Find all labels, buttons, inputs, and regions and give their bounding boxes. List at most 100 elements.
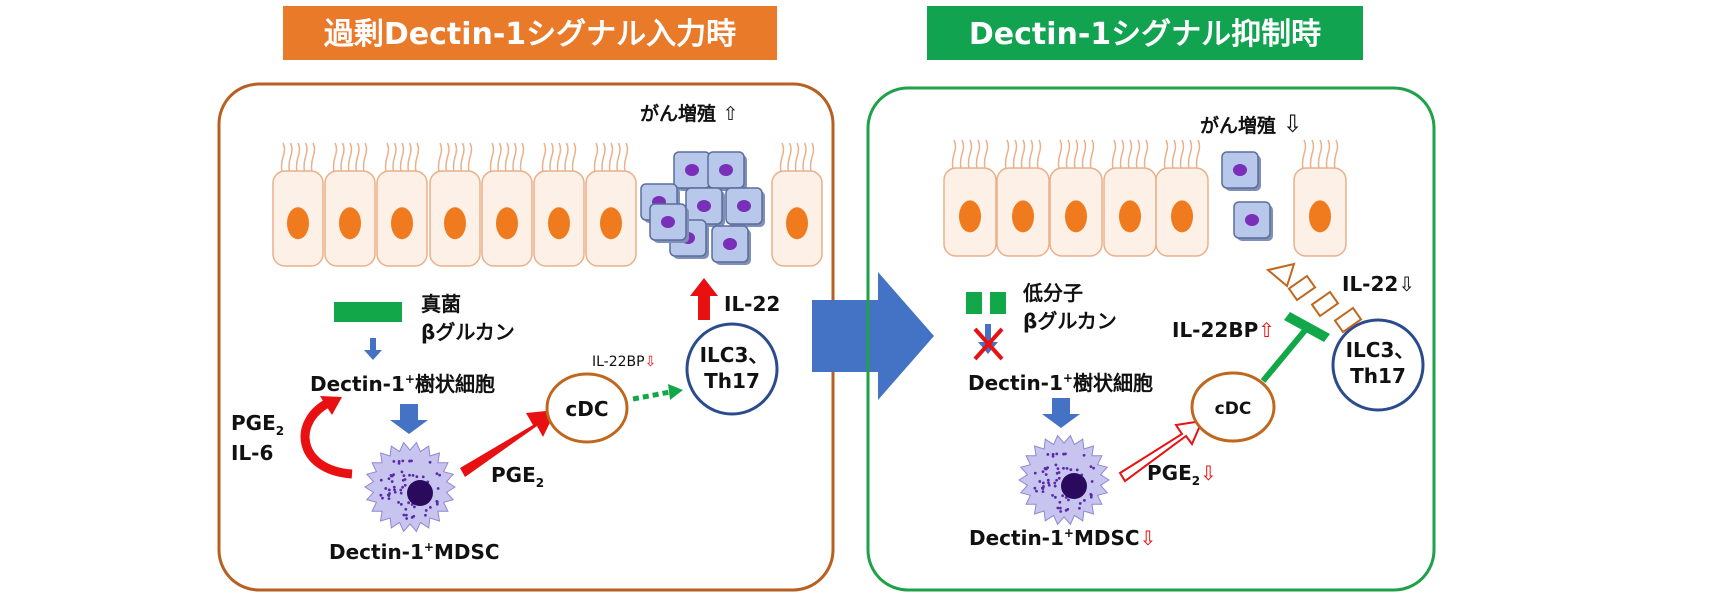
nucleus <box>786 207 808 240</box>
right-epithelium <box>943 139 1347 257</box>
right-cdc-label: cDC <box>1215 399 1252 419</box>
nucleus <box>1012 200 1034 233</box>
left-dc-label-suffix: 樹状細胞 <box>415 372 495 396</box>
nucleus <box>1065 200 1087 233</box>
right-il22-down-arrow: ⇩ <box>1398 272 1415 296</box>
left-cancer-label: がん増殖 <box>640 102 716 125</box>
right-mdsc-label-prefix: Dectin-1 <box>969 526 1064 550</box>
left-title: 過剰Dectin-1シグナル入力時 <box>324 17 736 52</box>
left-il22-label: IL-22 <box>724 292 780 316</box>
left-dc-to-mdsc-arrow-icon <box>390 404 428 434</box>
nucleus <box>391 207 413 240</box>
epithelial-cell <box>429 142 481 267</box>
right-pge2-down-arrow: ⇩ <box>1200 461 1217 485</box>
right-dc-to-mdsc-arrow-icon <box>1042 398 1080 428</box>
nucleus <box>548 207 570 240</box>
epithelial-cell <box>943 139 997 257</box>
left-fungus-line1: 真菌 <box>421 292 461 316</box>
fungus-bar-icon <box>334 302 402 322</box>
epithelial-cell <box>1293 139 1347 257</box>
right-fungus-line2: βグルカン <box>1023 309 1117 333</box>
right-cancer-label: がん増殖 <box>1200 114 1276 137</box>
right-ilc3-label: ILC3、 <box>1346 338 1415 362</box>
right-dc-label-suffix: 樹状細胞 <box>1073 371 1153 395</box>
epithelial-cell <box>272 142 324 267</box>
epithelial-cell <box>1049 139 1103 257</box>
cancer-cell <box>673 151 713 191</box>
left-ilc3-th17-cell <box>685 322 779 416</box>
right-fungus-line1: 低分子 <box>1022 281 1083 305</box>
svg-text:Dectin-1+樹状細胞: Dectin-1+樹状細胞 <box>310 372 495 396</box>
svg-text:がん増殖 ⇧: がん増殖 ⇧ <box>640 102 739 125</box>
left-dc-label-sup: + <box>405 372 415 386</box>
right-ilc3-th17-cell <box>1331 318 1425 412</box>
left-mdsc-cell <box>364 441 456 533</box>
right-panel-border <box>866 86 1436 592</box>
svg-text:IL-22BP⇩: IL-22BP⇩ <box>592 354 656 370</box>
left-il22bp-down-arrow: ⇩ <box>645 354 657 370</box>
left-th17-label: Th17 <box>704 369 760 393</box>
left-epithelium <box>272 142 823 267</box>
cancer-cell <box>685 187 725 227</box>
right-mdsc-down-arrow: ⇩ <box>1140 526 1157 550</box>
right-cancer-cells <box>1221 151 1273 241</box>
nucleus <box>1309 200 1331 233</box>
right-cdc-cell <box>1190 371 1276 443</box>
right-dc-label-sup: + <box>1063 371 1073 385</box>
right-il22-dashed-hollow-arrow-icon <box>1265 262 1363 334</box>
nucleus <box>959 200 981 233</box>
epithelial-cell <box>585 142 637 267</box>
right-il22bp-label: IL-22BP <box>1172 318 1258 342</box>
left-dotted-arrowhead-icon <box>668 384 683 400</box>
left-autocrine-arrowhead-icon <box>320 396 342 415</box>
epithelial-cell <box>533 142 585 267</box>
right-mdsc-cell <box>1018 434 1110 526</box>
epithelial-cell <box>376 142 428 267</box>
right-il22-label: IL-22 <box>1342 272 1398 296</box>
right-panel: Dectin-1シグナル抑制時 がん増殖 ⇩ 低分子 βグルカン Dectin-… <box>866 6 1436 592</box>
svg-text:PGE2: PGE2 <box>491 463 544 490</box>
left-panel: 過剰Dectin-1シグナル入力時 がん増殖 ⇧ 真菌 βグルカン Dectin… <box>217 6 835 592</box>
left-mdsc-label-suffix: MDSC <box>434 540 500 564</box>
left-autocrine-curved-arrow-icon <box>300 397 353 479</box>
left-mdsc-label-sup: + <box>424 540 434 554</box>
nucleus <box>444 207 466 240</box>
left-cdc-cell <box>545 372 629 444</box>
epithelial-cell <box>324 142 376 267</box>
cancer-cell <box>711 225 751 265</box>
right-title-banner: Dectin-1シグナル抑制時 <box>927 6 1363 60</box>
nucleus <box>1171 200 1193 233</box>
nucleus <box>1119 200 1141 233</box>
nucleus <box>496 207 518 240</box>
epithelial-cell <box>996 139 1050 257</box>
cancer-cell <box>1233 201 1273 241</box>
left-fungus-line2: βグルカン <box>421 320 515 344</box>
left-mdsc-label-prefix: Dectin-1 <box>329 540 424 564</box>
right-mdsc-label-sup: + <box>1064 526 1074 540</box>
cancer-cell <box>1221 151 1261 191</box>
cancer-cell <box>707 151 747 191</box>
epithelial-cell <box>771 142 823 267</box>
svg-text:PGE2⇩: PGE2⇩ <box>1147 461 1217 488</box>
left-cdc-to-ilc-dotted-arrow-icon <box>632 389 671 402</box>
right-dc-label-prefix: Dectin-1 <box>968 371 1063 395</box>
blocked-x-icon <box>973 327 1004 361</box>
left-dc-label-prefix: Dectin-1 <box>310 372 405 396</box>
small-glucan-icon-1 <box>966 292 982 314</box>
right-il22bp-up-arrow: ⇧ <box>1258 318 1275 342</box>
left-small-down-arrow-icon <box>364 338 382 360</box>
left-cancer-cluster <box>640 151 765 265</box>
left-il6-label: IL-6 <box>231 441 273 465</box>
svg-text:Dectin-1+樹状細胞: Dectin-1+樹状細胞 <box>968 371 1153 395</box>
svg-text:がん増殖 ⇩: がん増殖 ⇩ <box>1200 110 1303 138</box>
right-title: Dectin-1シグナル抑制時 <box>969 17 1321 52</box>
left-ilc3-label: ILC3、 <box>700 343 769 367</box>
right-pge2-sub: 2 <box>1192 474 1200 488</box>
svg-text:Dectin-1+MDSC: Dectin-1+MDSC <box>329 540 500 564</box>
left-mdsc-to-cdc-arrow-icon <box>460 410 556 477</box>
right-cdc-to-il22-inhibit-line <box>1260 326 1310 383</box>
right-th17-label: Th17 <box>1350 364 1406 388</box>
cancer-cell <box>649 203 689 243</box>
left-pge2-arrow-label: PGE <box>491 463 536 487</box>
